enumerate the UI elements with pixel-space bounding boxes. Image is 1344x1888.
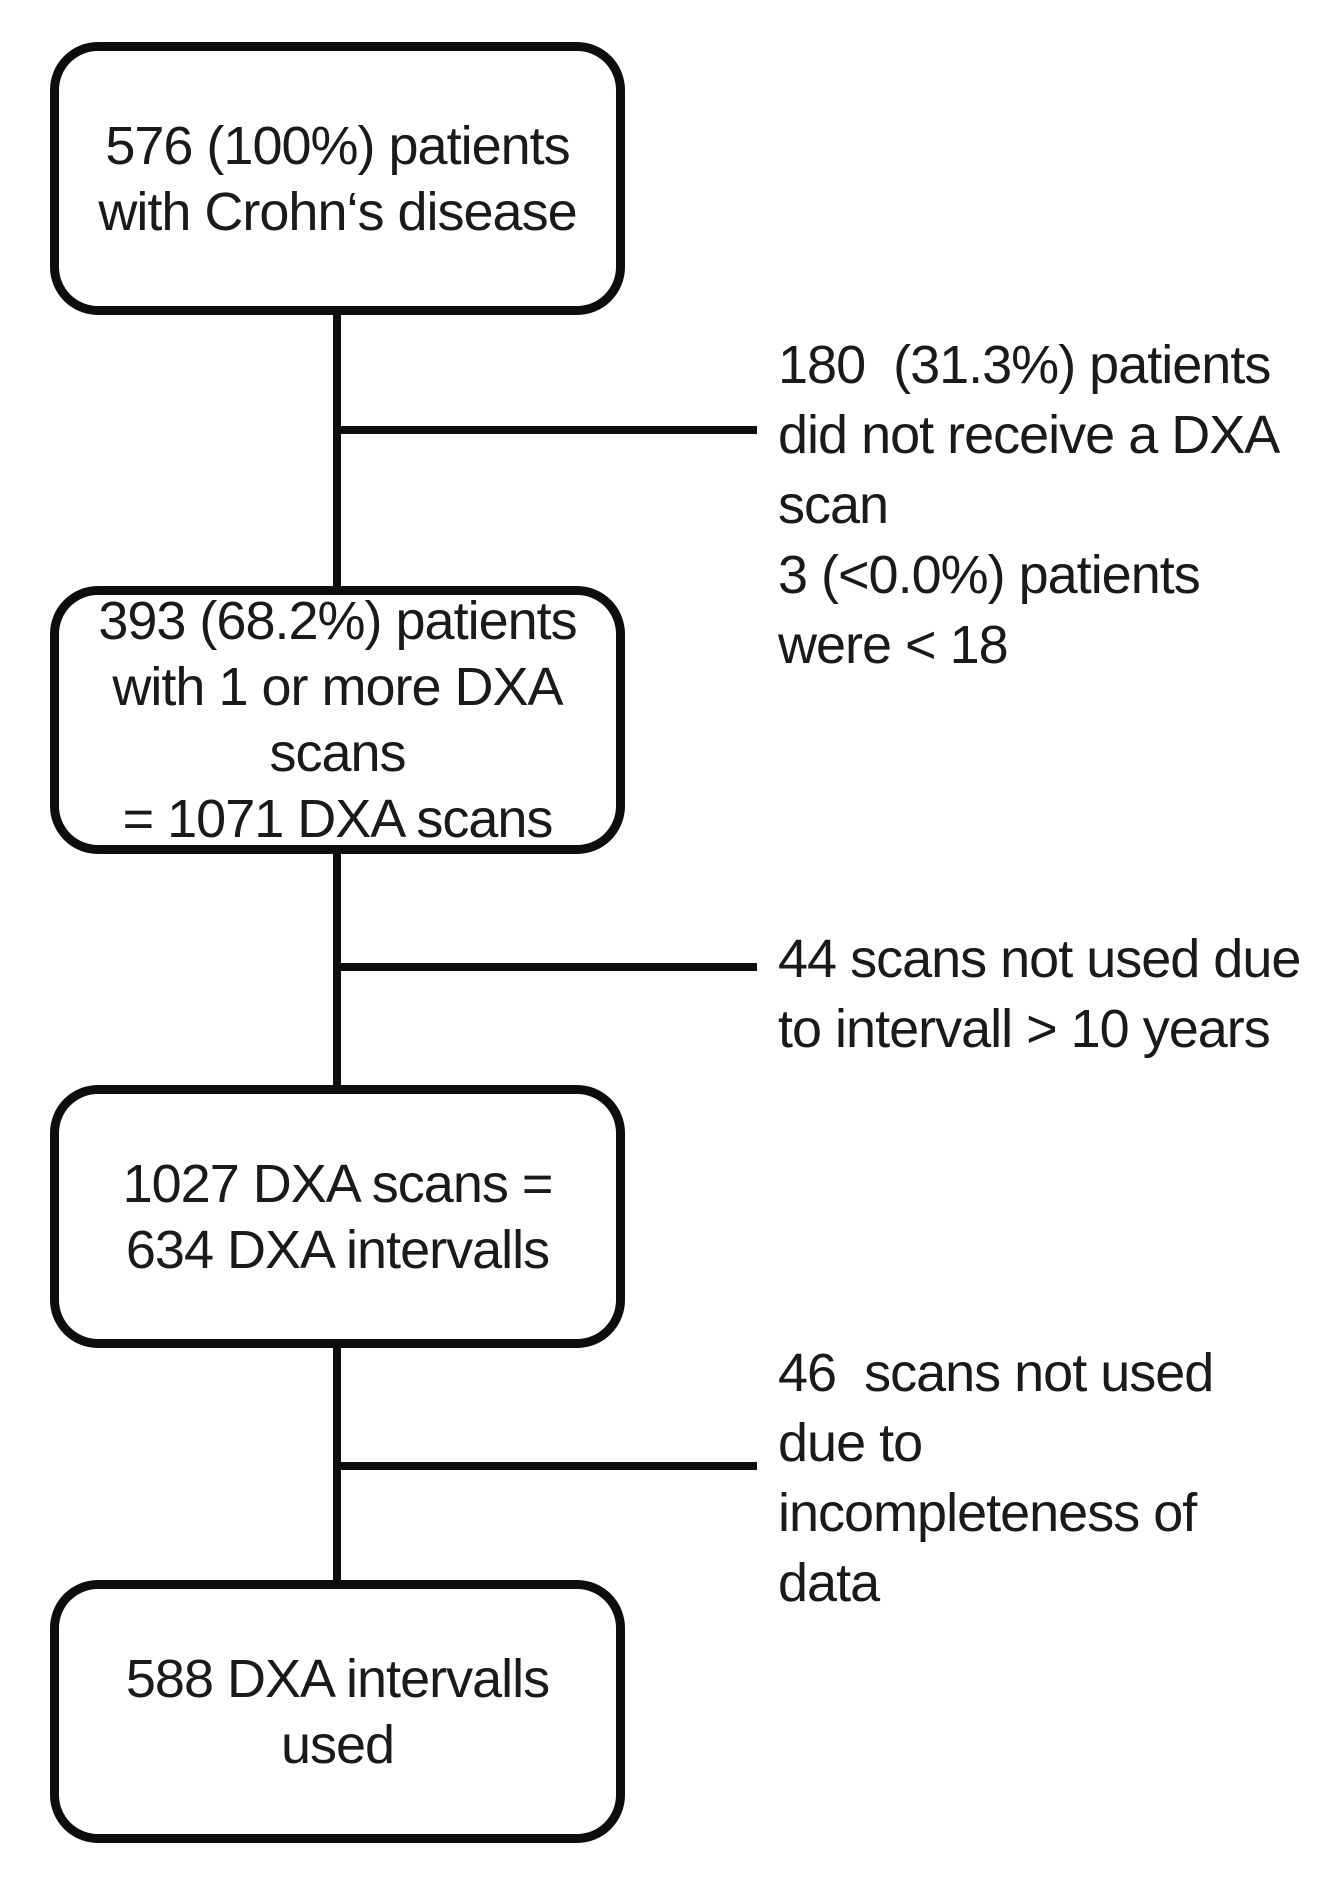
flow-node-dxa-intervals-used-label: 588 DXA intervalls used [125, 1648, 550, 1775]
branch-line-1 [337, 426, 757, 434]
flow-node-patients-with-dxa-label: 393 (68.2%) patients with 1 or more DXA … [98, 591, 577, 849]
flow-node-dxa-scans-intervals-label: 1027 DXA scans = 634 DXA intervalls [122, 1153, 554, 1280]
flow-node-patients-total: 576 (100%) patients with Crohn‘s disease [50, 42, 625, 315]
exclusion-note-no-dxa: 180 (31.3%) patients did not receive a D… [778, 335, 1280, 675]
flow-node-dxa-scans-intervals: 1027 DXA scans = 634 DXA intervalls [50, 1085, 625, 1348]
flow-node-dxa-intervals-used: 588 DXA intervalls used [50, 1580, 625, 1843]
exclusion-note-incomplete: 46 scans not used due to incompleteness … [778, 1343, 1214, 1613]
connector-line-1 [333, 313, 341, 590]
flow-node-patients-total-label: 576 (100%) patients with Crohn‘s disease [98, 115, 577, 242]
exclusion-note-interval: 44 scans not used due to intervall > 10 … [778, 929, 1301, 1059]
branch-line-2 [337, 963, 757, 971]
flow-node-patients-with-dxa: 393 (68.2%) patients with 1 or more DXA … [50, 586, 625, 854]
branch-line-3 [337, 1462, 757, 1470]
